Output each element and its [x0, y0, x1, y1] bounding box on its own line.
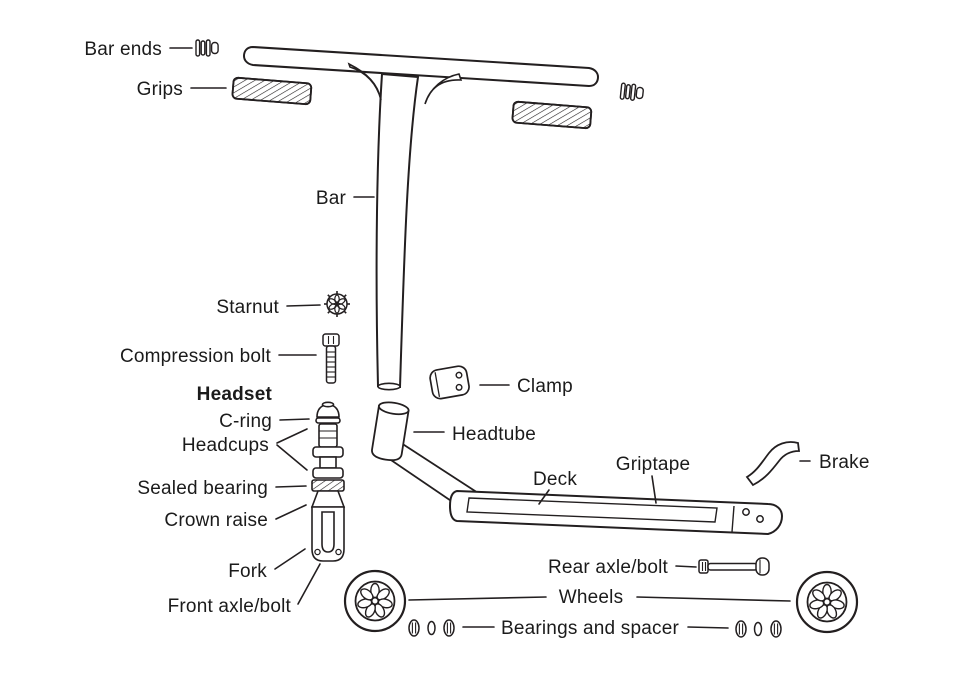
label-headtube: Headtube — [452, 424, 536, 445]
part-brake — [745, 441, 801, 487]
part-starnut — [324, 291, 350, 317]
label-starnut: Starnut — [216, 297, 279, 318]
label-headcups: Headcups — [182, 435, 269, 456]
part-headtube — [371, 401, 410, 462]
part-deck — [448, 489, 784, 536]
part-bearings-right — [735, 620, 782, 638]
headset-sealed-bearing — [311, 479, 345, 492]
headset-lower-headcup — [312, 467, 344, 479]
labels: Bar ends Grips Bar Starnut Compression b… — [84, 39, 869, 639]
leader-c-ring — [279, 418, 310, 421]
label-compression-bolt: Compression bolt — [120, 346, 272, 367]
bar-stem — [375, 72, 420, 389]
label-crown-raise: Crown raise — [164, 510, 268, 531]
deck-axle-hole-2 — [756, 515, 764, 523]
grip-right — [511, 100, 593, 130]
leader-headcups-lower — [276, 444, 308, 471]
label-bearings-and-spacer: Bearings and spacer — [501, 618, 680, 639]
part-clamp — [429, 365, 470, 400]
bar-stem-end — [377, 382, 401, 391]
leader-bearings-right — [687, 626, 729, 629]
label-clamp: Clamp — [517, 376, 573, 397]
bar-gusset-right — [424, 73, 463, 105]
part-rear-axle — [698, 557, 770, 576]
leader-lines — [169, 47, 811, 629]
bar-end-screw-left — [195, 39, 219, 57]
part-bar — [242, 45, 600, 391]
headset-upper-headcup — [312, 446, 344, 458]
leader-wheels-left — [408, 596, 547, 601]
label-deck: Deck — [533, 469, 577, 490]
deck-dropout-line — [731, 505, 735, 533]
leader-fork — [274, 548, 306, 570]
label-griptape: Griptape — [616, 454, 690, 475]
label-brake: Brake — [819, 452, 870, 473]
headset-c-ring — [315, 417, 341, 424]
label-front-axle-bolt: Front axle/bolt — [168, 596, 292, 617]
bar-crossbar — [242, 45, 600, 88]
label-c-ring: C-ring — [219, 411, 272, 432]
leader-front-axle — [297, 563, 321, 605]
bar-end-screw-right — [619, 82, 645, 102]
leader-deck — [538, 489, 550, 505]
label-headset: Headset — [197, 384, 273, 405]
fork-crown — [310, 490, 346, 508]
griptape-outline — [466, 497, 718, 523]
starnut-teeth — [324, 291, 350, 317]
part-headset-fork — [310, 401, 346, 562]
label-fork: Fork — [228, 561, 267, 582]
part-grips — [231, 76, 593, 130]
leader-headcups-upper — [276, 428, 308, 444]
headset-spacer-tube — [318, 423, 338, 448]
headset-top-knob — [321, 401, 335, 408]
wheel-front — [343, 569, 407, 633]
headset-inner-tube — [319, 456, 337, 469]
deck-outline — [448, 489, 784, 536]
leader-rear-axle — [675, 565, 697, 568]
label-sealed-bearing: Sealed bearing — [137, 478, 268, 499]
fork-axle-hole-left — [314, 548, 321, 556]
leader-griptape — [651, 475, 657, 504]
label-rear-axle-bolt: Rear axle/bolt — [548, 557, 669, 578]
bar-gusset-left — [347, 62, 382, 101]
part-bearings-left — [408, 619, 455, 637]
wheel-rear — [795, 570, 859, 634]
label-bar: Bar — [316, 188, 347, 209]
leader-crown-raise — [275, 504, 307, 520]
part-compression-bolt — [322, 333, 340, 384]
leader-starnut — [286, 304, 321, 307]
label-bar-ends: Bar ends — [84, 39, 162, 60]
leader-wheels-right — [636, 596, 791, 602]
leader-sealed-bearing — [275, 485, 307, 488]
deck-axle-hole-1 — [742, 508, 750, 516]
label-wheels: Wheels — [559, 587, 624, 608]
fork-slot — [321, 511, 335, 553]
grip-left — [231, 76, 313, 106]
fork-axle-hole-right — [335, 548, 342, 556]
label-grips: Grips — [137, 79, 183, 100]
